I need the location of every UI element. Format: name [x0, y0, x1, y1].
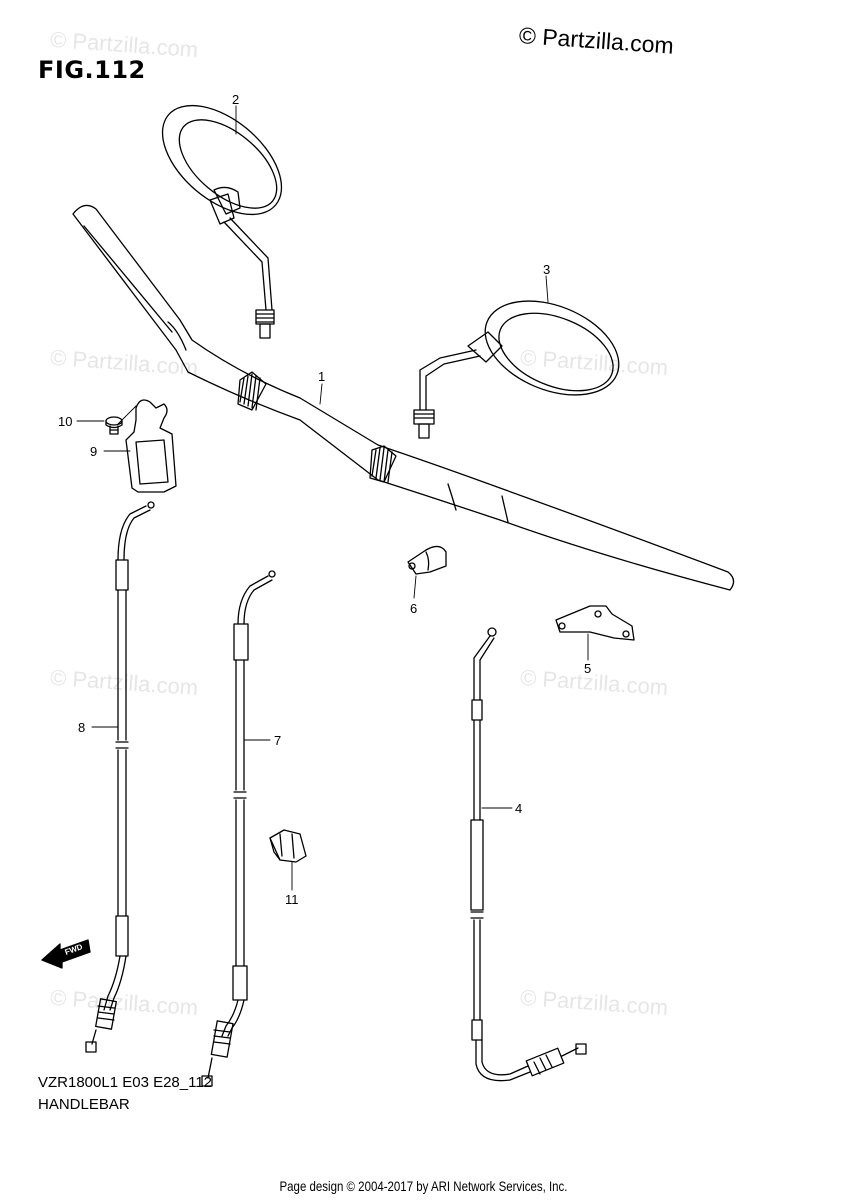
- clamp-bracket-part[interactable]: [125, 399, 177, 493]
- callout-10: 10: [58, 414, 72, 429]
- callout-6: 6: [410, 601, 417, 616]
- forward-arrow-icon: [41, 939, 91, 969]
- mirror-right-part[interactable]: [413, 283, 633, 439]
- callout-4: 4: [515, 801, 522, 816]
- mirror-left-part[interactable]: [143, 84, 302, 339]
- bolt-part[interactable]: [105, 416, 123, 435]
- callout-7: 7: [274, 733, 281, 748]
- callout-3: 3: [543, 262, 550, 277]
- page-footer: Page design © 2004-2017 by ARI Network S…: [279, 1178, 568, 1194]
- figure-title: FIG.112: [38, 56, 146, 84]
- throttle-cable-part[interactable]: [85, 501, 155, 1053]
- callout-5: 5: [584, 661, 591, 676]
- clutch-cable-part[interactable]: [470, 627, 587, 1082]
- cable-guide-part[interactable]: [269, 829, 307, 863]
- section-name: HANDLEBAR: [38, 1096, 130, 1113]
- model-code: VZR1800L1 E03 E28_112: [38, 1074, 213, 1091]
- callout-8: 8: [78, 720, 85, 735]
- cable-clamp-part[interactable]: [407, 545, 447, 575]
- mounting-plate-part[interactable]: [555, 605, 635, 641]
- callout-11: 11: [285, 892, 299, 907]
- callout-9: 9: [90, 444, 97, 459]
- callout-1: 1: [318, 369, 325, 384]
- leader-lines: [76, 105, 589, 891]
- handlebar-part[interactable]: [72, 204, 735, 591]
- return-cable-part[interactable]: [201, 570, 276, 1087]
- callout-2: 2: [232, 92, 239, 107]
